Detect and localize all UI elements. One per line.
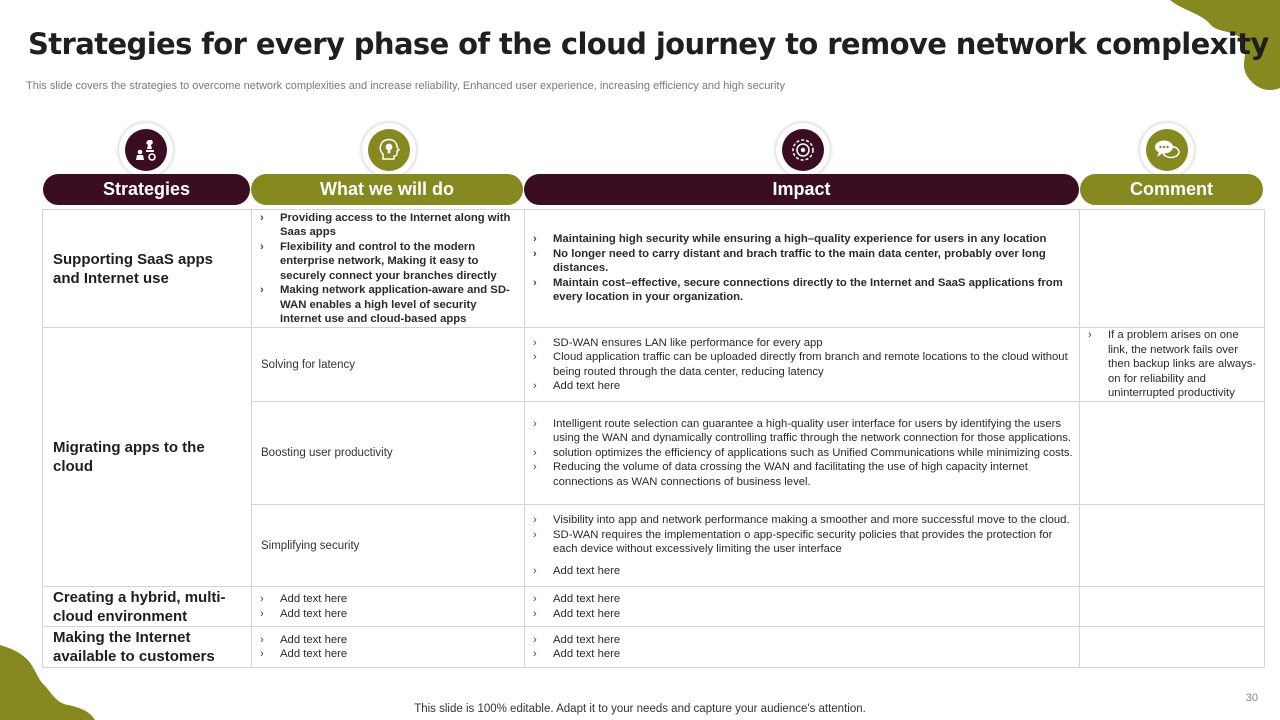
strategy-table: Supporting SaaS apps and Internet use Pr… — [42, 209, 1265, 668]
comment-icon-badge — [1140, 123, 1194, 177]
list-item: Maintaining high security while ensuring… — [533, 232, 1073, 247]
impact-cell: Add text here Add text here — [524, 626, 1080, 668]
target-impact-icon — [792, 139, 814, 161]
what-list: Add text here Add text here — [252, 592, 524, 621]
footer-note: This slide is 100% editable. Adapt it to… — [414, 703, 866, 715]
table-row: Supporting SaaS apps and Internet use Pr… — [42, 209, 1265, 328]
header-what-we-will-do: What we will do — [251, 174, 523, 205]
header-comment: Comment — [1080, 174, 1263, 205]
decorative-blob-top-right — [1170, 0, 1280, 91]
strategy-cell: Supporting SaaS apps and Internet use — [42, 209, 252, 328]
list-item: Add text here — [260, 607, 518, 622]
list-item: Providing access to the Internet along w… — [260, 211, 518, 240]
impact-list: Add text here Add text here — [525, 633, 1079, 662]
impact-list: Add text here Add text here — [525, 592, 1079, 621]
impact-list: Maintaining high security while ensuring… — [525, 232, 1079, 305]
chat-bubbles-icon — [1155, 140, 1180, 159]
what-cell: Add text here Add text here — [251, 626, 525, 668]
strategy-cell: Making the Internet available to custome… — [42, 626, 252, 668]
decorative-blob-bottom-left — [0, 645, 95, 720]
list-item: Reducing the volume of data crossing the… — [533, 460, 1073, 489]
comment-cell — [1079, 504, 1265, 587]
comment-cell — [1079, 401, 1265, 505]
list-item: No longer need to carry distant and brac… — [533, 247, 1073, 276]
impact-cell: Add text here Add text here — [524, 586, 1080, 627]
list-item: SD-WAN ensures LAN like performance for … — [533, 336, 1073, 351]
what-we-will-do-icon-badge — [362, 123, 416, 177]
impact-cell: Visibility into app and network performa… — [524, 504, 1080, 587]
header-strategies: Strategies — [43, 174, 250, 205]
what-list: Add text here Add text here — [252, 633, 524, 662]
impact-icon-badge — [776, 123, 830, 177]
impact-list: SD-WAN ensures LAN like performance for … — [525, 336, 1079, 394]
impact-cell: SD-WAN ensures LAN like performance for … — [524, 327, 1080, 402]
list-item: Add text here — [533, 607, 1073, 622]
table-row: Boosting user productivity Intelligent r… — [43, 401, 1265, 505]
what-cell: Providing access to the Internet along w… — [251, 209, 525, 328]
impact-list: Visibility into app and network performa… — [525, 513, 1079, 578]
page-number: 30 — [1245, 692, 1258, 704]
list-item: Add text here — [533, 633, 1073, 648]
what-cell: Boosting user productivity — [251, 401, 525, 505]
list-item: Cloud application traffic can be uploade… — [533, 350, 1073, 379]
page-title: Strategies for every phase of the cloud … — [28, 27, 1269, 61]
what-list: Providing access to the Internet along w… — [252, 211, 524, 327]
lightbulb-head-icon — [379, 138, 401, 160]
comment-cell — [1079, 209, 1265, 328]
list-item: Flexibility and control to the modern en… — [260, 240, 518, 284]
impact-list: Intelligent route selection can guarante… — [525, 417, 1079, 490]
strategy-cell: Creating a hybrid, multi-cloud environme… — [42, 586, 252, 627]
list-item: Add text here — [260, 647, 518, 662]
list-item: Making network application-aware and SD-… — [260, 283, 518, 327]
comment-list: If a problem arises on one link, the net… — [1080, 328, 1264, 401]
header-impact: Impact — [524, 174, 1079, 205]
list-item: SD-WAN requires the implementation o app… — [533, 528, 1073, 557]
table-row: Migrating apps to the cloud Solving for … — [42, 327, 1265, 587]
list-item: Add text here — [260, 633, 518, 648]
list-item: Add text here — [260, 592, 518, 607]
list-item: Add text here — [533, 647, 1073, 662]
list-item: Maintain cost–effective, secure connecti… — [533, 276, 1073, 305]
strategies-icon-badge — [119, 123, 173, 177]
what-cell: Simplifying security — [251, 504, 525, 587]
list-item: solution optimizes the efficiency of app… — [533, 446, 1073, 461]
list-item: If a problem arises on one link, the net… — [1088, 328, 1258, 401]
list-item: Visibility into app and network performa… — [533, 513, 1073, 528]
list-item: Add text here — [533, 379, 1073, 394]
comment-cell: If a problem arises on one link, the net… — [1079, 327, 1265, 402]
what-cell: Add text here Add text here — [251, 586, 525, 627]
chess-strategy-icon — [136, 140, 156, 161]
list-item: Add text here — [533, 592, 1073, 607]
comment-cell — [1079, 626, 1265, 668]
comment-cell — [1079, 586, 1265, 627]
table-row: Making the Internet available to custome… — [42, 626, 1265, 668]
table-row: Creating a hybrid, multi-cloud environme… — [42, 586, 1265, 627]
what-cell: Solving for latency — [251, 327, 525, 402]
impact-cell: Maintaining high security while ensuring… — [524, 209, 1080, 328]
strategy-cell: Migrating apps to the cloud — [42, 327, 252, 587]
list-item: Intelligent route selection can guarante… — [533, 417, 1073, 446]
page-subtitle: This slide covers the strategies to over… — [26, 80, 785, 92]
impact-cell: Intelligent route selection can guarante… — [524, 401, 1080, 505]
list-item: Add text here — [533, 564, 1073, 579]
